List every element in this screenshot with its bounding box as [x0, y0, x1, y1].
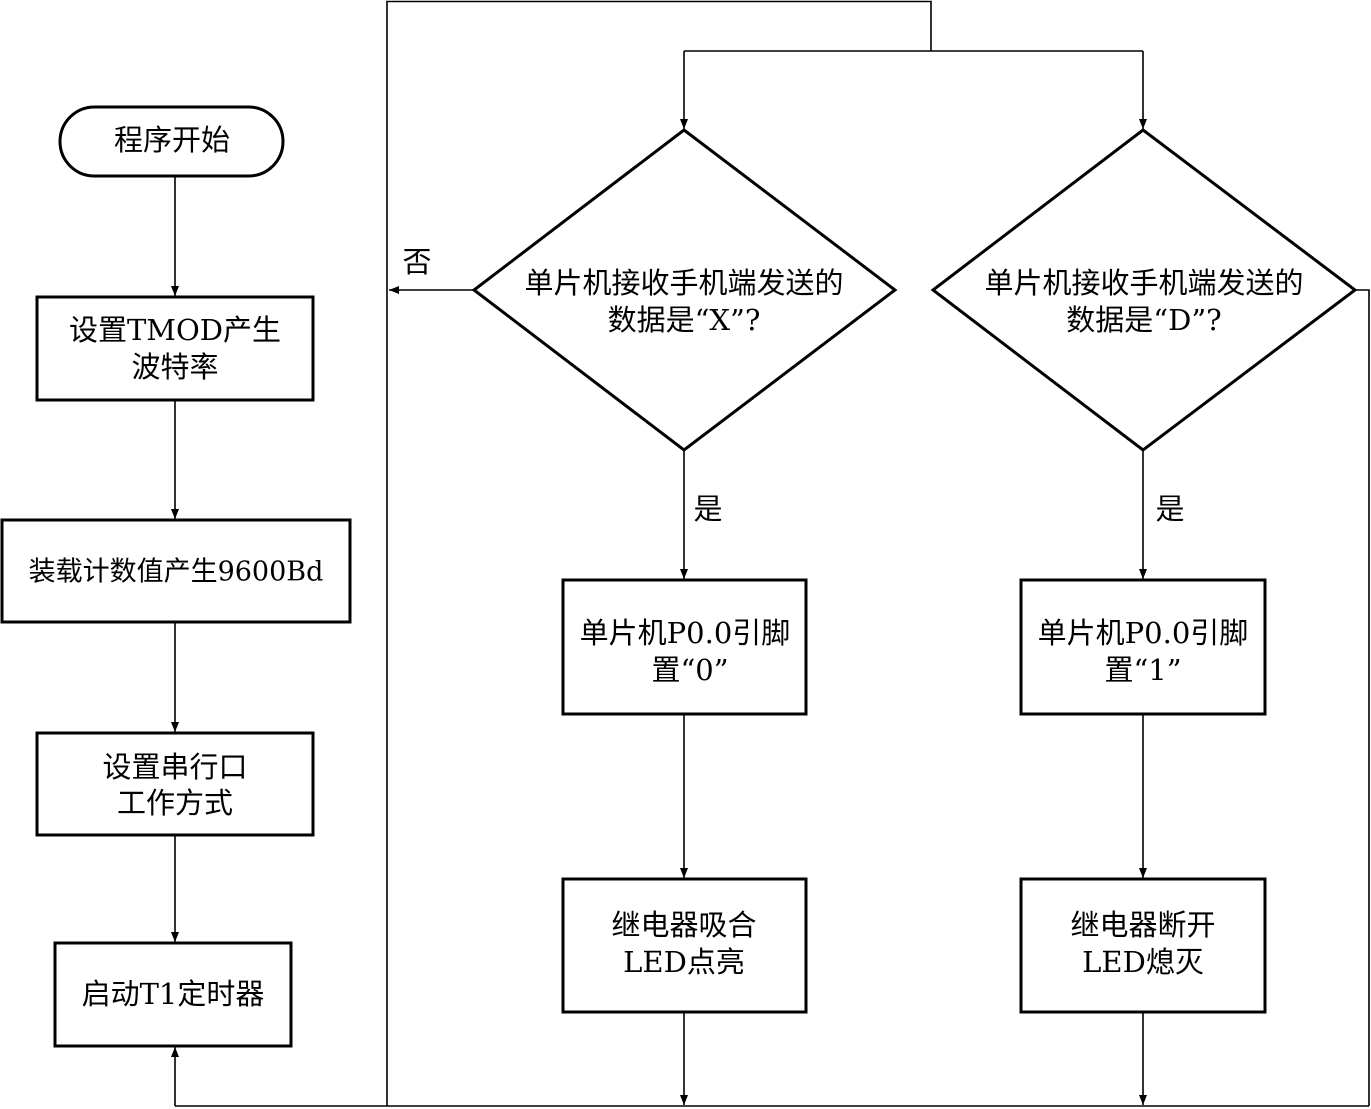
pin-high-label-line2: 置“1” [1104, 653, 1181, 687]
relay-on-label-line1: 继电器吸合 [611, 908, 756, 942]
load-count-label: 装载计数值产生9600Bd [29, 557, 324, 588]
start-terminal [58, 105, 285, 178]
pin-low-label-line2: 置“0” [651, 653, 728, 687]
set-serial-label-line2: 工作方式 [117, 786, 233, 820]
set-serial-label-line1: 设置串行口 [102, 750, 247, 784]
check-x-label-line1: 单片机接收手机端发送的 [524, 266, 843, 300]
pin-low-label-line1: 单片机P0.0引脚 [580, 616, 791, 650]
set-serial-box [35, 731, 315, 837]
pin-high-label-line1: 单片机P0.0引脚 [1038, 616, 1249, 650]
yes-d-label: 是 [1155, 492, 1184, 526]
check-d-label-line1: 单片机接收手机端发送的 [984, 266, 1303, 300]
start-terminal-label: 程序开始 [114, 123, 230, 157]
relay-off-box [1019, 877, 1267, 1014]
set-tmod-label-line2: 波特率 [131, 350, 218, 384]
yes-x-label: 是 [693, 492, 722, 526]
relay-on-label-line2: LED点亮 [623, 945, 745, 979]
main-loop-line [386, 0, 932, 1106]
no-label: 否 [402, 245, 431, 279]
load-count-box [0, 518, 352, 624]
start-timer-box [53, 941, 293, 1048]
check-d-label-line2: 数据是“D”? [1066, 303, 1221, 337]
check-x-label-line2: 数据是“X”? [608, 303, 761, 337]
relay-off-label-line1: 继电器断开 [1070, 908, 1215, 942]
relay-off-label-line2: LED熄灭 [1082, 945, 1204, 979]
pin-low-box [561, 578, 808, 716]
set-tmod-label-line1: 设置TMOD产生 [69, 313, 281, 347]
set-tmod-box [35, 295, 315, 402]
start-timer-label: 启动T1定时器 [82, 977, 265, 1011]
no-d-return-line [1355, 289, 1370, 1106]
